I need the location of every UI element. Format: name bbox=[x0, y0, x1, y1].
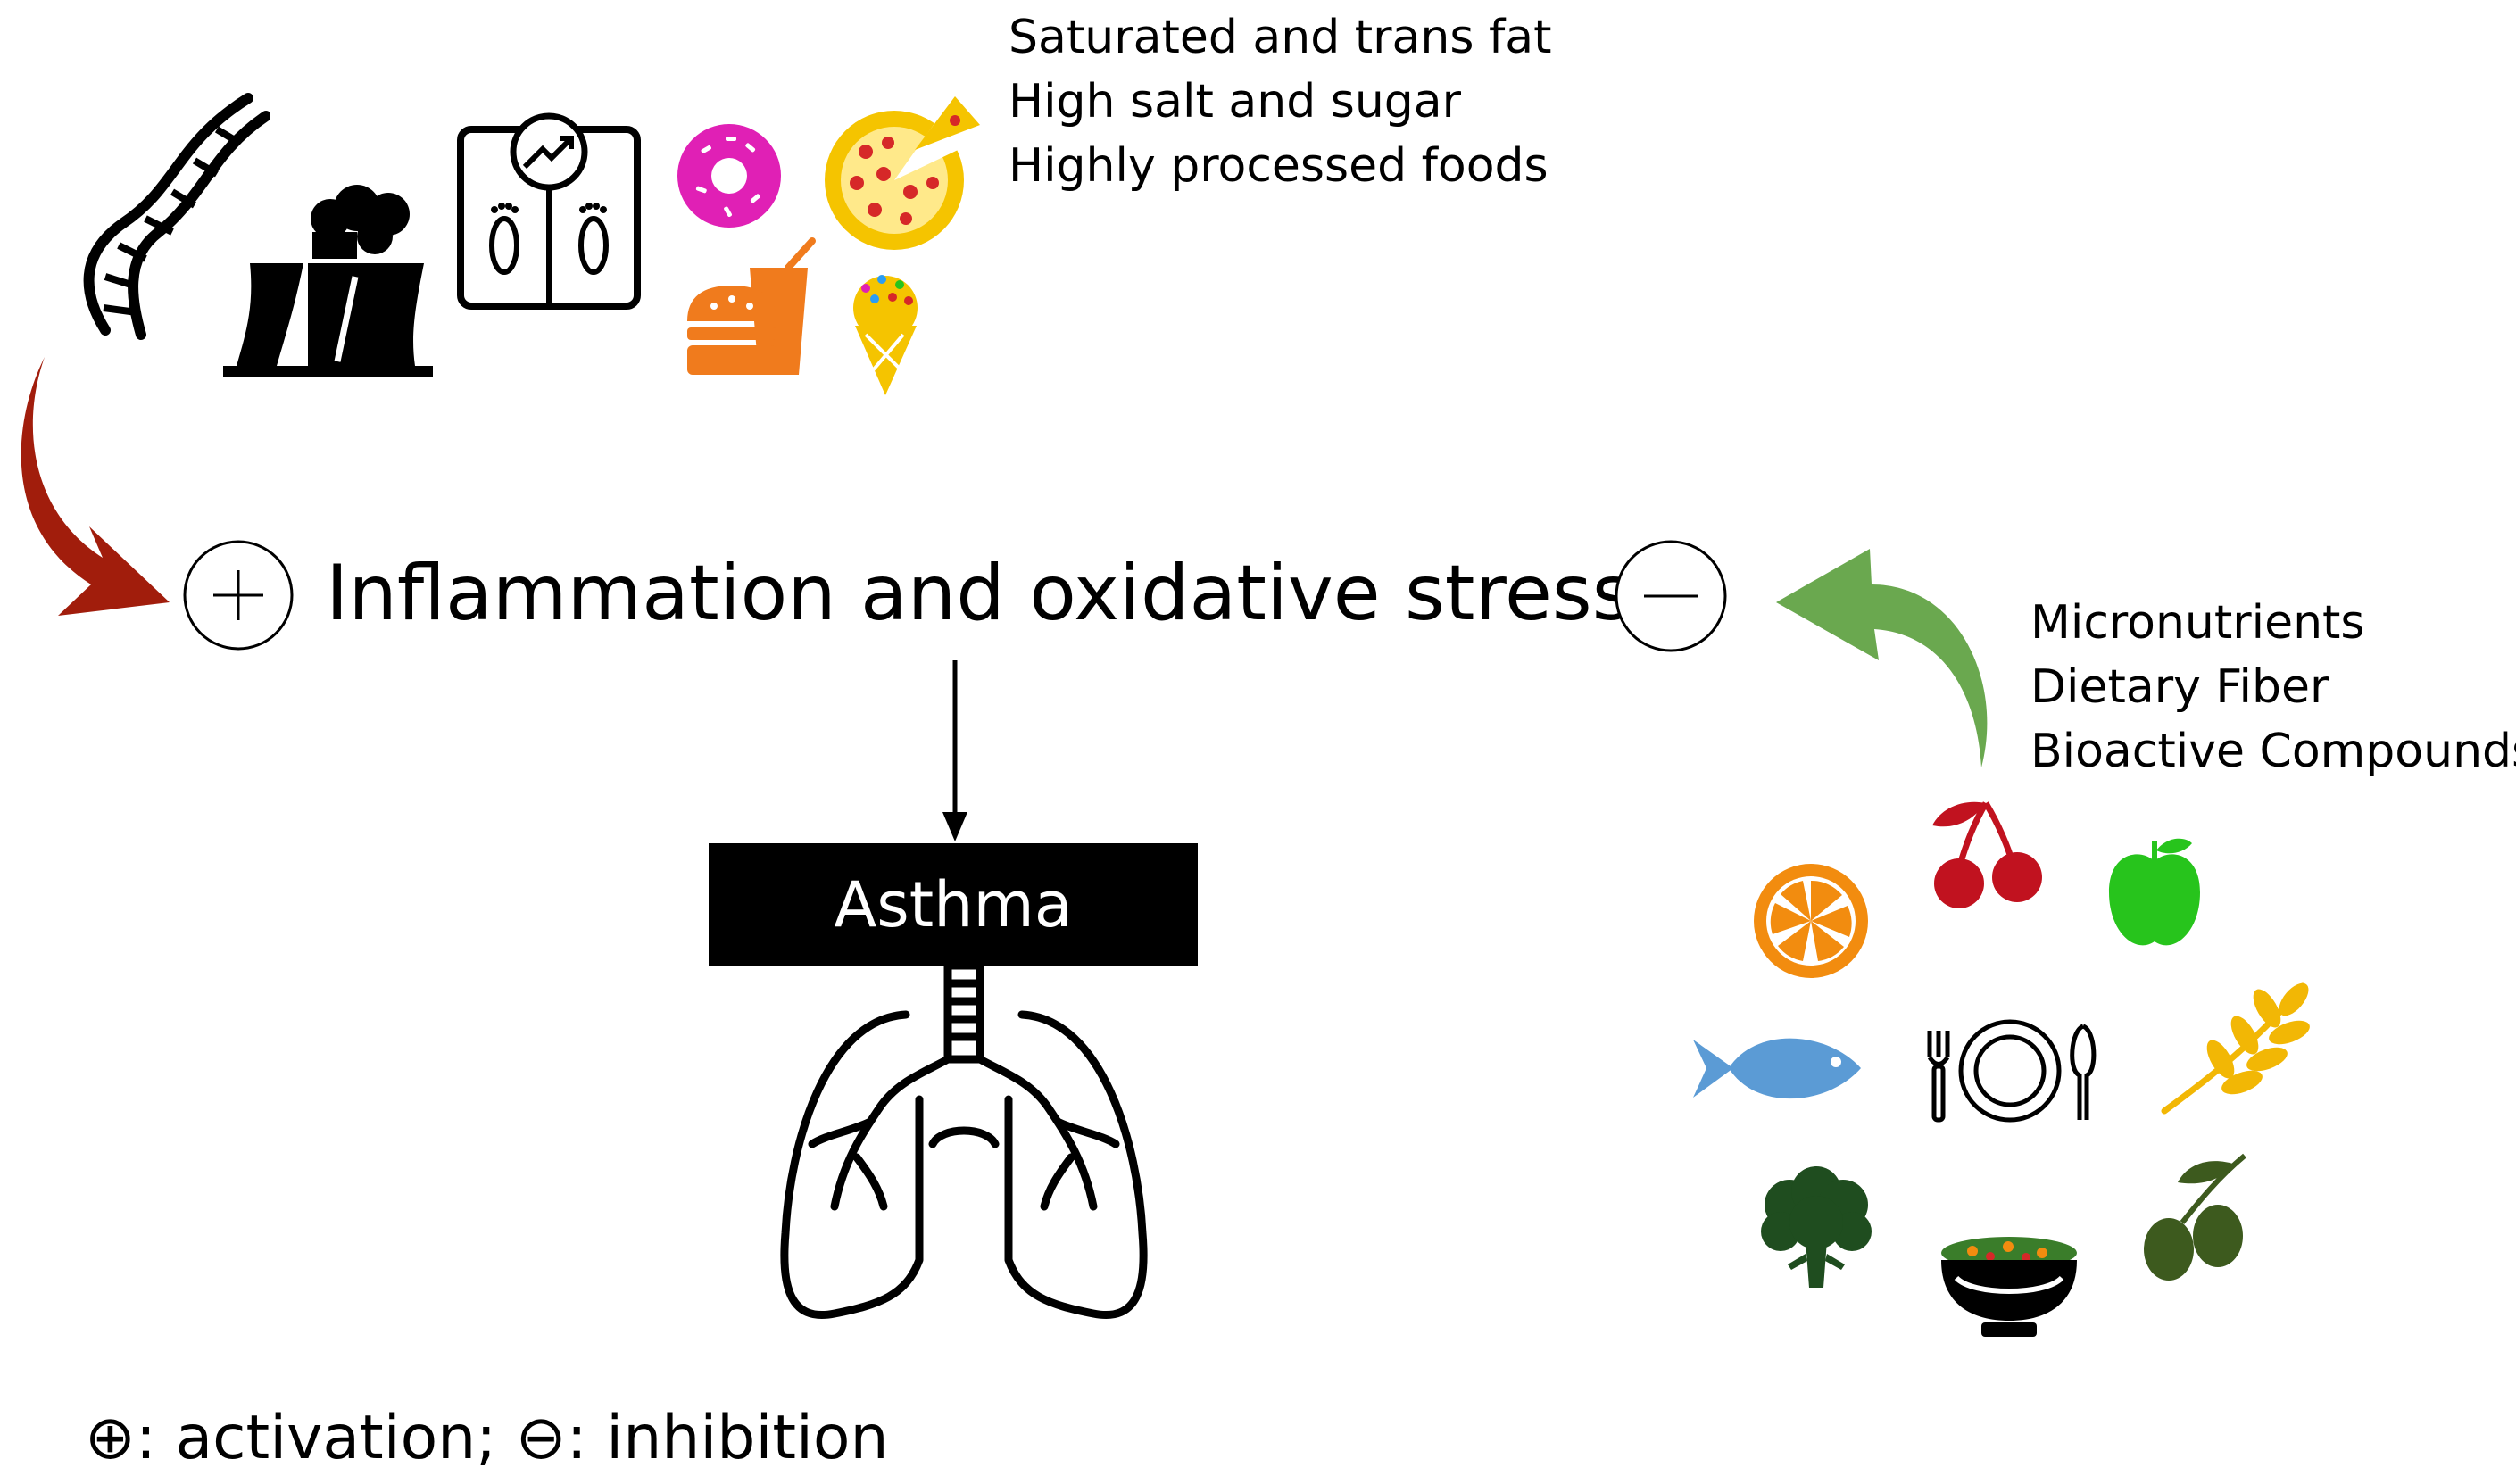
dna-icon bbox=[70, 89, 270, 344]
asthma-box: Asthma bbox=[709, 843, 1198, 966]
risk-factor-line: Highly processed foods bbox=[1009, 139, 1549, 193]
broccoli-icon bbox=[1754, 1165, 1879, 1289]
fish-icon bbox=[1693, 1026, 1863, 1111]
lungs-icon bbox=[772, 966, 1156, 1331]
cherry-icon bbox=[1923, 799, 2048, 910]
inhibition-arrow bbox=[1772, 549, 1995, 772]
orange-icon bbox=[1751, 861, 1872, 982]
factory-pollution-icon bbox=[223, 183, 433, 379]
risk-factor-line: Saturated and trans fat bbox=[1009, 11, 1552, 64]
asthma-label: Asthma bbox=[834, 867, 1073, 941]
central-process-label: Inflammation and oxidative stress bbox=[326, 549, 1632, 638]
donut-icon bbox=[674, 120, 785, 232]
wheat-icon bbox=[2160, 977, 2312, 1115]
activation-arrow bbox=[18, 357, 174, 616]
plate-cutlery-icon bbox=[1921, 1017, 2099, 1124]
protective-factor-line: Dietary Fiber bbox=[2030, 660, 2329, 714]
soup-bowl-icon bbox=[1937, 1233, 2081, 1340]
pizza-icon bbox=[821, 89, 982, 254]
risk-factor-line: High salt and sugar bbox=[1009, 75, 1462, 129]
down-arrow bbox=[937, 660, 973, 843]
protective-factor-line: Micronutrients bbox=[2030, 596, 2365, 650]
protective-factor-line: Bioactive Compounds bbox=[2030, 725, 2516, 778]
inhibition-symbol bbox=[1613, 538, 1729, 654]
apple-icon bbox=[2105, 834, 2205, 955]
legend: ⊕: activation; ⊖: inhibition bbox=[85, 1403, 889, 1473]
weight-scale-icon bbox=[455, 112, 643, 312]
ice-cream-icon bbox=[848, 272, 924, 397]
fast-food-icon bbox=[683, 236, 817, 379]
activation-symbol bbox=[181, 538, 295, 652]
olive-icon bbox=[2138, 1151, 2254, 1285]
